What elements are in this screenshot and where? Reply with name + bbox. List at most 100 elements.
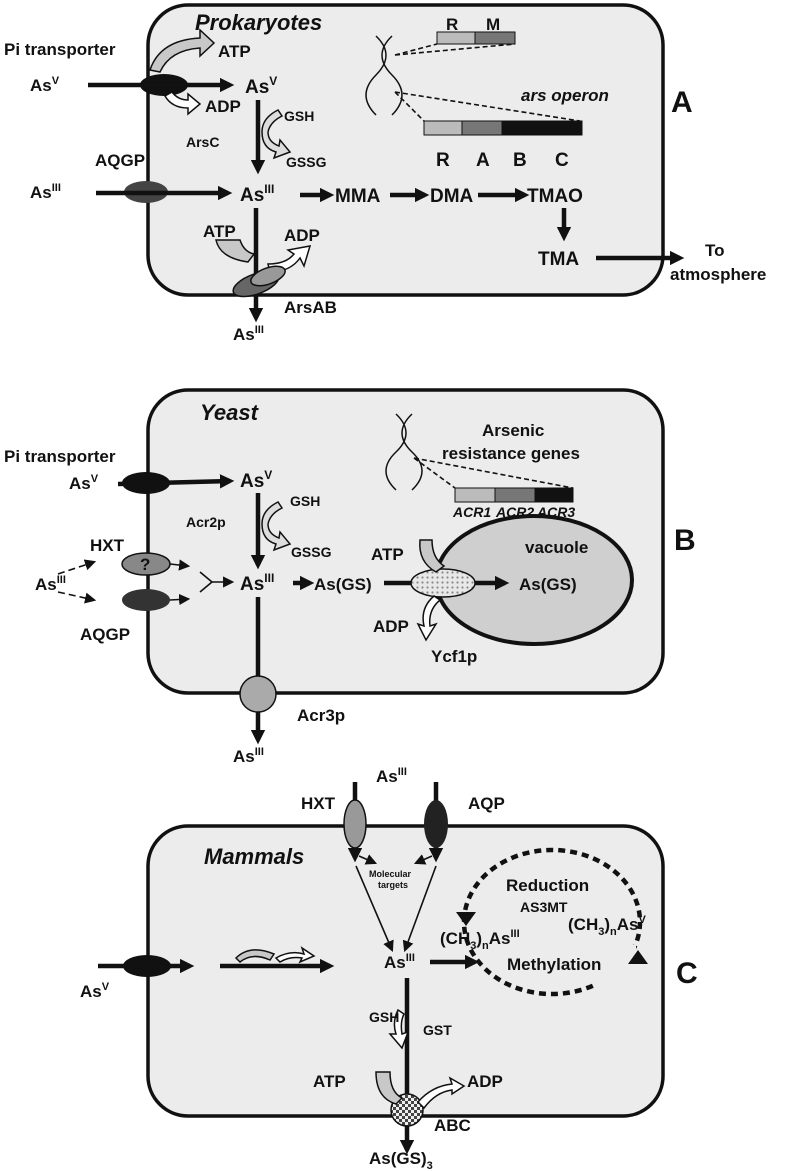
dna-gene-line-2 [413, 457, 574, 489]
atp-label-a1: ATP [218, 42, 251, 61]
acr1-gene-label: ACR1 [452, 504, 491, 520]
as-iii-cell: AsIII [240, 182, 274, 206]
methyl-as-iii: (CH3)nAsIII [440, 928, 520, 952]
panel-a-letter: A [671, 86, 693, 119]
gsh-curve-icon-b [261, 501, 292, 552]
hxt-cell-arrow [169, 559, 191, 571]
as-gs-vacuole: As(GS) [519, 575, 577, 594]
dna-helix-icon-b [385, 413, 423, 491]
atp-curve-icon-2 [215, 239, 256, 263]
as-gs-label: As(GS) [314, 575, 372, 594]
adp-curve-icon-b [416, 595, 442, 642]
dna-rm-line-1 [394, 43, 438, 56]
aqgp-transporter-icon-b [122, 589, 170, 611]
gene-r-label: R [446, 15, 458, 34]
acr2-gene-label: ACR2 [495, 504, 534, 520]
hxt-as-arrow [355, 865, 394, 953]
acr3p-transporter-icon [239, 675, 277, 713]
operon-gene-c: C [555, 150, 569, 171]
adp-curve-icon [163, 91, 202, 116]
ycf1p-label: Ycf1p [431, 647, 477, 666]
dna-operon-line-1 [394, 91, 425, 122]
aqgp-label-b: AQGP [80, 625, 130, 644]
adp-label-a2: ADP [284, 226, 320, 245]
acr1-gene-box [454, 487, 496, 503]
mma-label: MMA [335, 186, 381, 207]
operon-gene-a: A [476, 150, 490, 171]
arsab-pump-icon-2 [250, 265, 286, 287]
dna-gene-line-1 [413, 457, 456, 489]
pi-transporter-label: Pi transporter [4, 40, 116, 59]
hxt-dashed-import [57, 559, 97, 575]
dna-helix-icon [365, 35, 403, 116]
operon-bc-box [501, 120, 583, 136]
acr3-gene-box [534, 487, 574, 503]
dna-rm-line-2 [394, 43, 516, 56]
cycle-gap-mask [596, 945, 636, 995]
panel-c-letter: C [676, 957, 698, 990]
gsh-curve-icon-c [388, 1008, 410, 1050]
as-iii-cell-b: AsIII [240, 571, 274, 595]
aqgp-dashed-import [57, 591, 97, 604]
as-v-input-b: AsV [69, 473, 99, 493]
pi-transporter-label-b: Pi transporter [4, 447, 116, 466]
cycle-arrowhead-right [628, 950, 648, 964]
hxt-transporter-icon-c [343, 799, 367, 849]
dna-operon-line-2 [394, 91, 581, 122]
panel-c-title: Mammals [204, 844, 304, 869]
aqp-label-c: AQP [468, 794, 505, 813]
as-iii-top: AsIII [376, 766, 407, 786]
arsc-label: ArsC [186, 134, 219, 150]
aqp-as-arrow [402, 865, 437, 953]
as-iii-output-b: AsIII [233, 746, 264, 766]
gene-m-box [474, 31, 516, 45]
gene-m-label: M [486, 15, 500, 34]
gssg-label-a: GSSG [286, 154, 327, 170]
acr3p-label: Acr3p [297, 706, 345, 725]
atp-label-c: ATP [313, 1072, 346, 1091]
as-v-cell-b: AsV [240, 468, 272, 492]
as-iii-cell-c: AsIII [384, 952, 415, 972]
atp-curve-icon [149, 28, 216, 73]
cycle-arrowhead-left [456, 912, 476, 926]
gssg-label-b: GSSG [291, 544, 332, 560]
resistance-genes-1: Arsenic [482, 421, 544, 440]
atp-label-a2: ATP [203, 222, 236, 241]
panel-a-prokaryotes: Prokaryotes A Pi transporter AsV ATP ADP… [4, 3, 766, 344]
aqgp-label-a: AQGP [95, 151, 145, 170]
molecular-targets-1: Molecular [369, 869, 412, 879]
atp-label-b: ATP [371, 545, 404, 564]
to-atmosphere-2: atmosphere [670, 265, 766, 284]
aqp-target-arrow [413, 854, 433, 865]
as-gs3-output: As(GS)3 [369, 1149, 433, 1171]
adp-label-c: ADP [467, 1072, 503, 1091]
dma-label: DMA [430, 186, 474, 207]
operon-r-box [423, 120, 463, 136]
reduction-label: Reduction [506, 876, 589, 895]
tmao-label: TMAO [527, 186, 583, 207]
acr2-gene-box [494, 487, 536, 503]
methylation-cycle [461, 847, 643, 997]
reduction-curve-icon-c2 [274, 946, 316, 964]
hxt-target-arrow [358, 854, 378, 865]
as-v-input: AsV [30, 75, 60, 95]
reduction-curve-icon-c [234, 949, 276, 964]
unknown-transporter-mark: ? [140, 555, 150, 574]
adp-label-b: ADP [373, 617, 409, 636]
gsh-label-c: GSH [369, 1009, 399, 1025]
methyl-as-v: (CH3)nAsV [568, 914, 646, 938]
gsh-label-a: GSH [284, 108, 314, 124]
operon-a-box [461, 120, 503, 136]
gsh-label-b: GSH [290, 493, 320, 509]
abc-label: ABC [434, 1116, 471, 1135]
methylation-label: Methylation [507, 955, 601, 974]
ars-operon-label: ars operon [521, 86, 609, 105]
as-v-import-arrow-b [117, 474, 235, 489]
as-iii-output-a: AsIII [233, 324, 264, 344]
gst-label-c: GST [423, 1022, 452, 1038]
arsab-label: ArsAB [284, 298, 337, 317]
aqp-transporter-icon-c [424, 800, 448, 848]
panel-c-mammals: Mammals C AsIII HXT AQP Molecular target… [80, 766, 698, 1171]
as-iii-input: AsIII [30, 182, 61, 202]
